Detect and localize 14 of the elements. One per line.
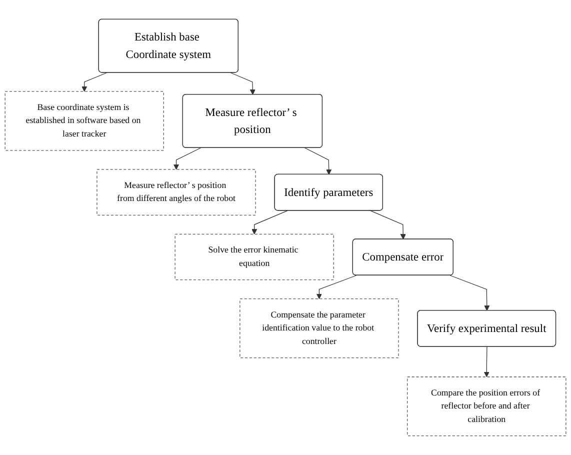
- arrow: [450, 275, 490, 311]
- arrow: [173, 148, 202, 170]
- arrow: [484, 346, 490, 378]
- node-box: Compensate the parameter identification value to the robot controller: [240, 298, 399, 358]
- arrow: [304, 148, 332, 175]
- arrow: [82, 72, 108, 92]
- node-box: Measure reflector’ s position from different angles of the robot: [96, 169, 256, 216]
- arrow: [230, 72, 256, 95]
- arrow: [252, 210, 288, 234]
- node-box: Solve the error kinematic equation: [174, 234, 334, 280]
- arrow: [370, 210, 406, 240]
- node-box: Compare the position errors of reflector before and after calibration: [407, 376, 566, 436]
- arrow: [316, 275, 357, 300]
- node-box: Base coordinate system is established in software based on laser tracker: [4, 91, 164, 151]
